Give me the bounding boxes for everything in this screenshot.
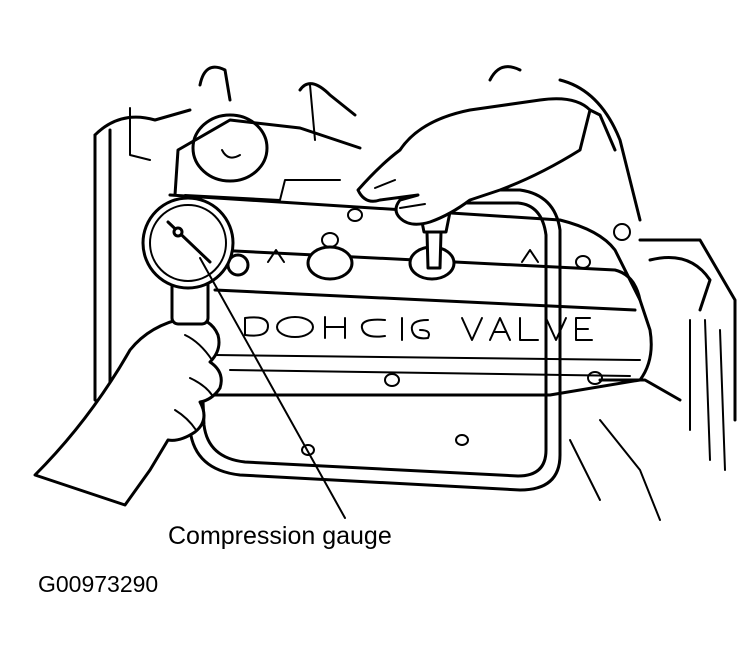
oil-filler-cap [191, 113, 269, 183]
gauge-hose [181, 188, 562, 492]
right-hand [356, 65, 592, 226]
compression-gauge-label: Compression gauge [168, 522, 392, 550]
left-hand [33, 316, 223, 507]
engine-block [93, 65, 737, 521]
figure-id: G00973290 [38, 571, 159, 597]
compression-gauge [141, 196, 235, 326]
callout-leader-line [199, 257, 346, 519]
cover-lettering [244, 316, 593, 341]
